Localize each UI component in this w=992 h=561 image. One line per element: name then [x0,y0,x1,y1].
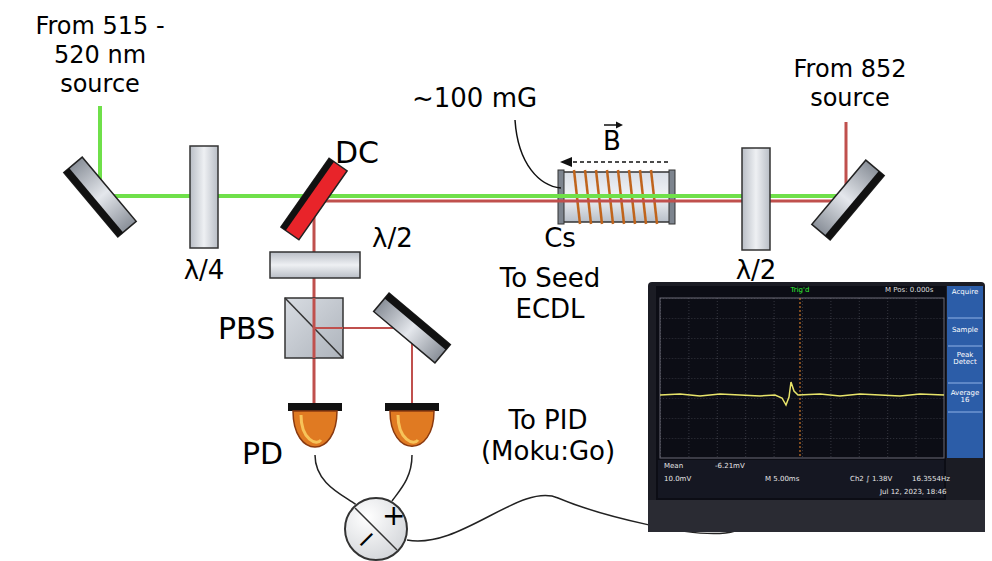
dichroic-mirror [281,158,347,239]
menu-separators [948,318,982,412]
part-name: PBS [218,312,275,347]
photodiode: PD [288,403,342,455]
operator-sign: − [349,522,383,556]
mirror [812,160,884,240]
photodiode-bar [385,403,439,411]
scope-readout: Ch2 ∫ 1.38V [850,476,892,483]
cursor-line [800,298,801,458]
scope-menu-panel [947,286,983,458]
field-arrow [570,161,668,163]
photodiode-bar [288,403,342,411]
scope-trace [660,382,944,405]
source-label: From 515 - 520 nm source [25,12,175,98]
dome-highlight [301,415,321,442]
signal-note: To Seed ECDL [480,263,620,325]
half-wave-plate [742,148,770,250]
scope-screen [656,286,946,500]
mirror [374,293,451,363]
part-name: λ/4 [174,256,234,286]
dome-highlight [398,415,418,442]
scope-body [648,282,985,532]
field-symbol: B [603,128,621,154]
pbs-diagonal [285,298,343,358]
photodiode-dome [390,411,434,446]
operator-sign: + [382,502,405,530]
red-beam [314,327,343,329]
scope-readout: 16.3554Hz [912,476,950,483]
part-name: λ/2 [372,224,413,254]
photodiode-symbol [288,403,342,455]
quarter-wave-plate [190,146,218,248]
part-name: λ/2 [726,256,786,286]
pbs-cube [285,298,343,358]
vector-arrow [604,124,618,126]
mirror [64,157,136,237]
scope-readout: M Pos: 0.000s [885,287,933,294]
scope-menu: Acquire [948,289,982,296]
part-name: Cs [530,224,590,254]
scope-menu: Peak Detect [948,352,982,366]
leader-line [515,120,561,188]
source-label: From 852 source [775,55,925,113]
scope-readout: 10.0mV [664,476,691,483]
wire [392,455,412,501]
field-arrowhead [560,157,572,167]
scope-readout: M 5.00ms [765,476,799,483]
scope-readout: Mean [664,463,683,470]
part-name: DC [335,136,379,171]
scope-readout: -6.21mV [715,463,745,470]
scope-grid [660,298,944,458]
field-value: ~100 mG [412,84,537,114]
part-name: PD [242,439,283,469]
scope-status: Trig'd [780,287,820,294]
scope-bezel [648,500,985,532]
signal-note: To PID (Moku:Go) [468,405,628,467]
wire [315,455,356,504]
half-wave-plate [270,252,360,278]
subtractor-circle: +− [344,497,408,561]
scope-menu: Average 16 [948,390,982,404]
scope-readout: Jul 12, 2023, 18:46 [880,489,946,496]
photodiode-dome [293,411,337,447]
scope-menu: Sample [948,327,982,334]
